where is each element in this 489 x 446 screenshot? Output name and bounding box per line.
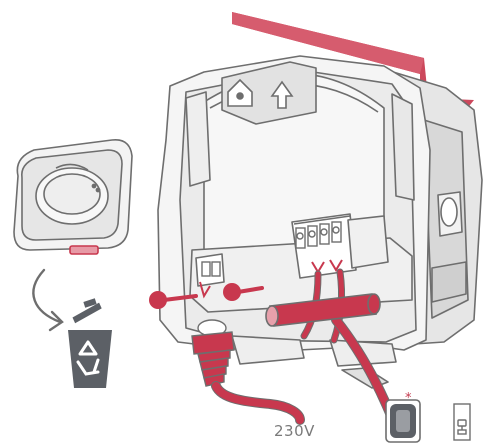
small-device-icon: [454, 404, 470, 440]
wall-switch-icon: [386, 400, 420, 442]
old-device: [14, 140, 132, 254]
disposal-arrow: [33, 270, 62, 330]
recycle-bin-icon: [68, 298, 112, 388]
footnote-marker: *: [405, 391, 412, 406]
voltage-label: 230V: [274, 422, 315, 440]
